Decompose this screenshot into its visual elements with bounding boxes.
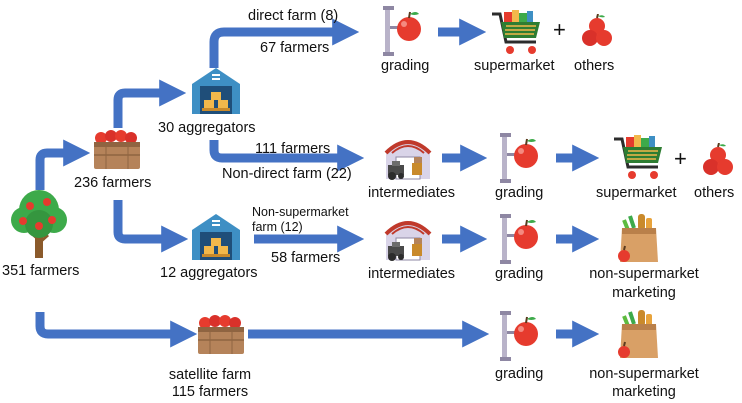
grading-scale-icon — [500, 133, 538, 183]
others-label: others — [574, 58, 615, 74]
non-supermarket-marketing-label-line1: non-supermarket — [589, 266, 699, 282]
aggregators-12-label: 12 aggregators — [160, 265, 258, 281]
apple-crate-icon — [198, 315, 244, 354]
arrow-tree-to-crate — [35, 139, 91, 190]
grading-scale-icon — [500, 214, 538, 264]
non-supermarket-marketing-label-line2: marketing — [612, 384, 676, 400]
intermediates-label: intermediates — [368, 185, 456, 201]
shopping-cart-icon — [492, 10, 540, 54]
farmers-58-label: 58 farmers — [271, 250, 341, 266]
non-supermarket-marketing-label-line1: non-supermarket — [589, 366, 699, 382]
shopping-cart-icon — [614, 135, 662, 179]
grading-label: grading — [495, 185, 544, 201]
non-direct-farm-label: Non-direct farm (22) — [222, 166, 352, 182]
grading-scale-icon — [383, 6, 421, 56]
farm-barn-icon — [384, 140, 432, 180]
arrow-crate-to-aggregators12 — [113, 200, 189, 253]
satellite-farm-label: satellite farm — [168, 367, 252, 383]
farmers-111-label: 111 farmers — [255, 141, 331, 157]
arrow-crate-to-aggregators30 — [113, 79, 187, 128]
apples-icon — [703, 143, 733, 175]
warehouse-icon — [192, 68, 240, 114]
grading-scale-icon — [500, 311, 538, 361]
grading-label: grading — [381, 58, 430, 74]
plus-sign: + — [674, 146, 687, 171]
farm-barn-icon — [384, 221, 432, 261]
non-supermarket-farm-label-line1: Non-supermarket — [252, 205, 349, 219]
grocery-bag-icon — [618, 310, 658, 358]
supermarket-label: supermarket — [596, 185, 677, 201]
farmers-115-label: 115 farmers — [171, 384, 249, 400]
non-supermarket-farm-label-line2: farm (12) — [252, 220, 303, 234]
direct-farm-label: direct farm (8) — [248, 8, 339, 24]
non-supermarket-marketing-label-line2: marketing — [612, 285, 676, 301]
grading-label: grading — [495, 266, 544, 282]
others-label: others — [694, 185, 735, 201]
grading-label: grading — [495, 366, 544, 382]
arrow-aggregators-to-nondirect — [209, 140, 365, 172]
grocery-bag-icon — [618, 214, 658, 262]
plus-sign: + — [553, 17, 566, 42]
origin-farmers-label: 351 farmers — [2, 263, 80, 279]
crate-farmers-label: 236 farmers — [74, 175, 152, 191]
apple-crate-icon — [94, 130, 140, 169]
apple-tree-icon — [11, 190, 67, 258]
supermarket-label: supermarket — [474, 58, 555, 74]
arrow-aggregators-to-direct — [209, 18, 360, 68]
apples-icon — [582, 14, 612, 46]
warehouse-icon — [192, 214, 240, 260]
intermediates-label: intermediates — [368, 266, 456, 282]
aggregators-30-label: 30 aggregators — [158, 120, 256, 136]
farmers-67-label: 67 farmers — [260, 40, 330, 56]
arrow-tree-to-satellite — [35, 312, 198, 348]
